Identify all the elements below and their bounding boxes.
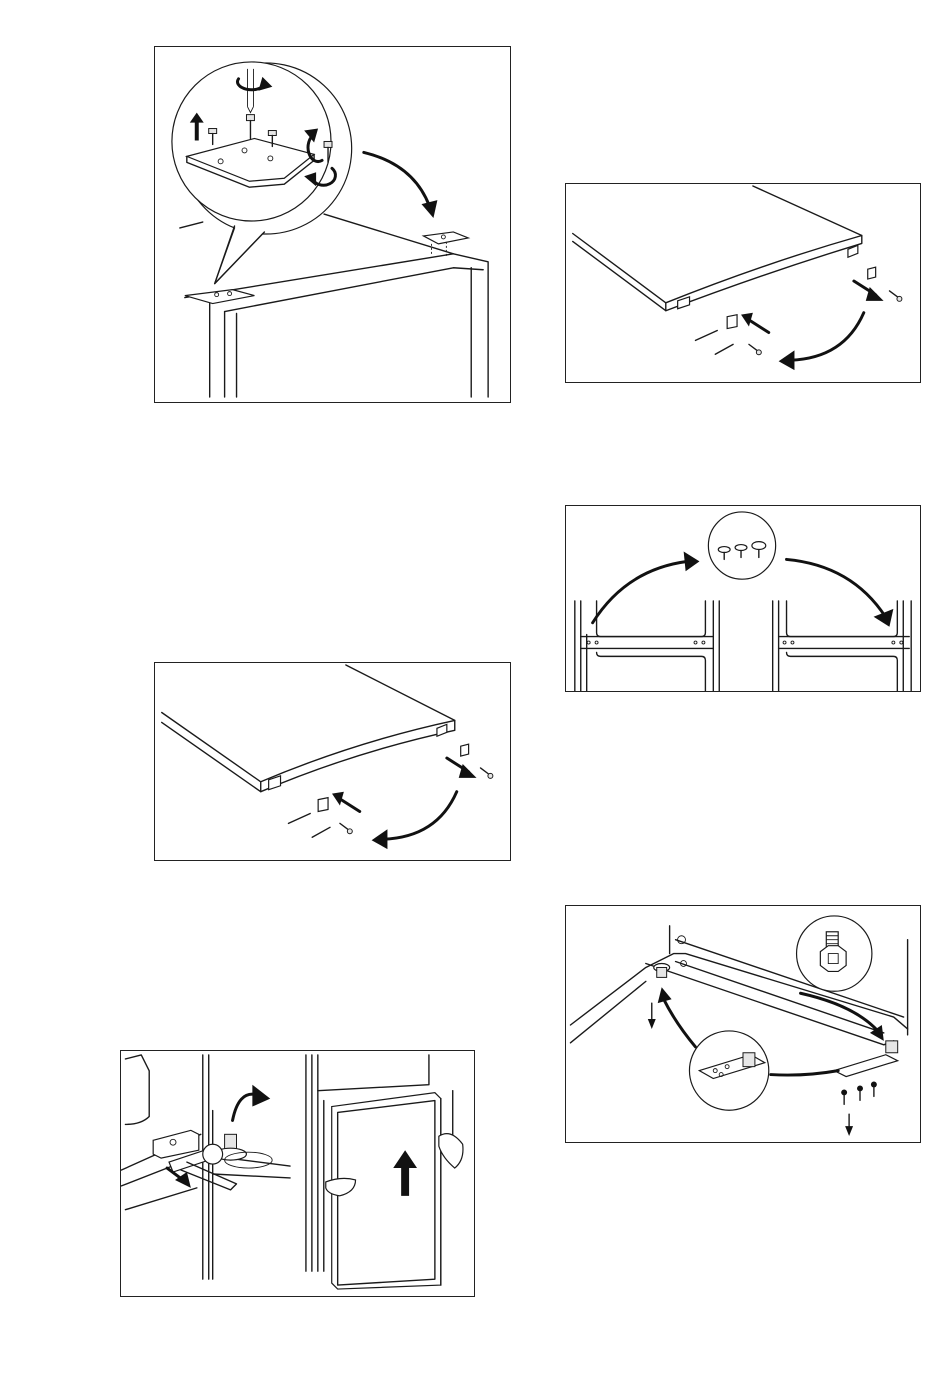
curved-arrow-icon bbox=[383, 792, 456, 840]
hinge-plate-icon-left bbox=[185, 290, 255, 304]
door-top-right-illustration bbox=[566, 184, 920, 382]
figure-door-top-left bbox=[154, 662, 511, 861]
adjustable-foot-icon bbox=[654, 916, 898, 1053]
door-removal-illustration bbox=[121, 1051, 474, 1296]
curved-arrow-icon bbox=[801, 993, 878, 1031]
door-top-left-illustration bbox=[155, 663, 510, 860]
cabinet-side bbox=[575, 601, 911, 691]
cap-set-icon bbox=[708, 512, 775, 579]
bottom-hinge-illustration bbox=[566, 906, 920, 1142]
curved-arrow-icon bbox=[364, 152, 430, 206]
hinge-cover-icon bbox=[269, 724, 469, 811]
cover-caps-illustration bbox=[566, 506, 920, 691]
cabinet-corner bbox=[125, 1055, 149, 1124]
hinge-plate-icon bbox=[689, 1031, 897, 1110]
screw-icon bbox=[841, 1082, 877, 1105]
door-panel bbox=[573, 186, 862, 311]
door-panel bbox=[162, 665, 455, 792]
top-hinge-illustration bbox=[155, 47, 510, 402]
figure-bottom-hinge bbox=[565, 905, 921, 1143]
curved-arrow-icon bbox=[791, 313, 864, 361]
curved-arrow-icon bbox=[593, 561, 688, 622]
door-panel bbox=[306, 1055, 453, 1289]
figure-top-hinge bbox=[154, 46, 511, 403]
cabinet-top-edge bbox=[185, 254, 488, 397]
figure-door-top-right bbox=[565, 183, 921, 383]
figure-door-removal bbox=[120, 1050, 475, 1297]
figure-cover-caps bbox=[565, 505, 921, 692]
